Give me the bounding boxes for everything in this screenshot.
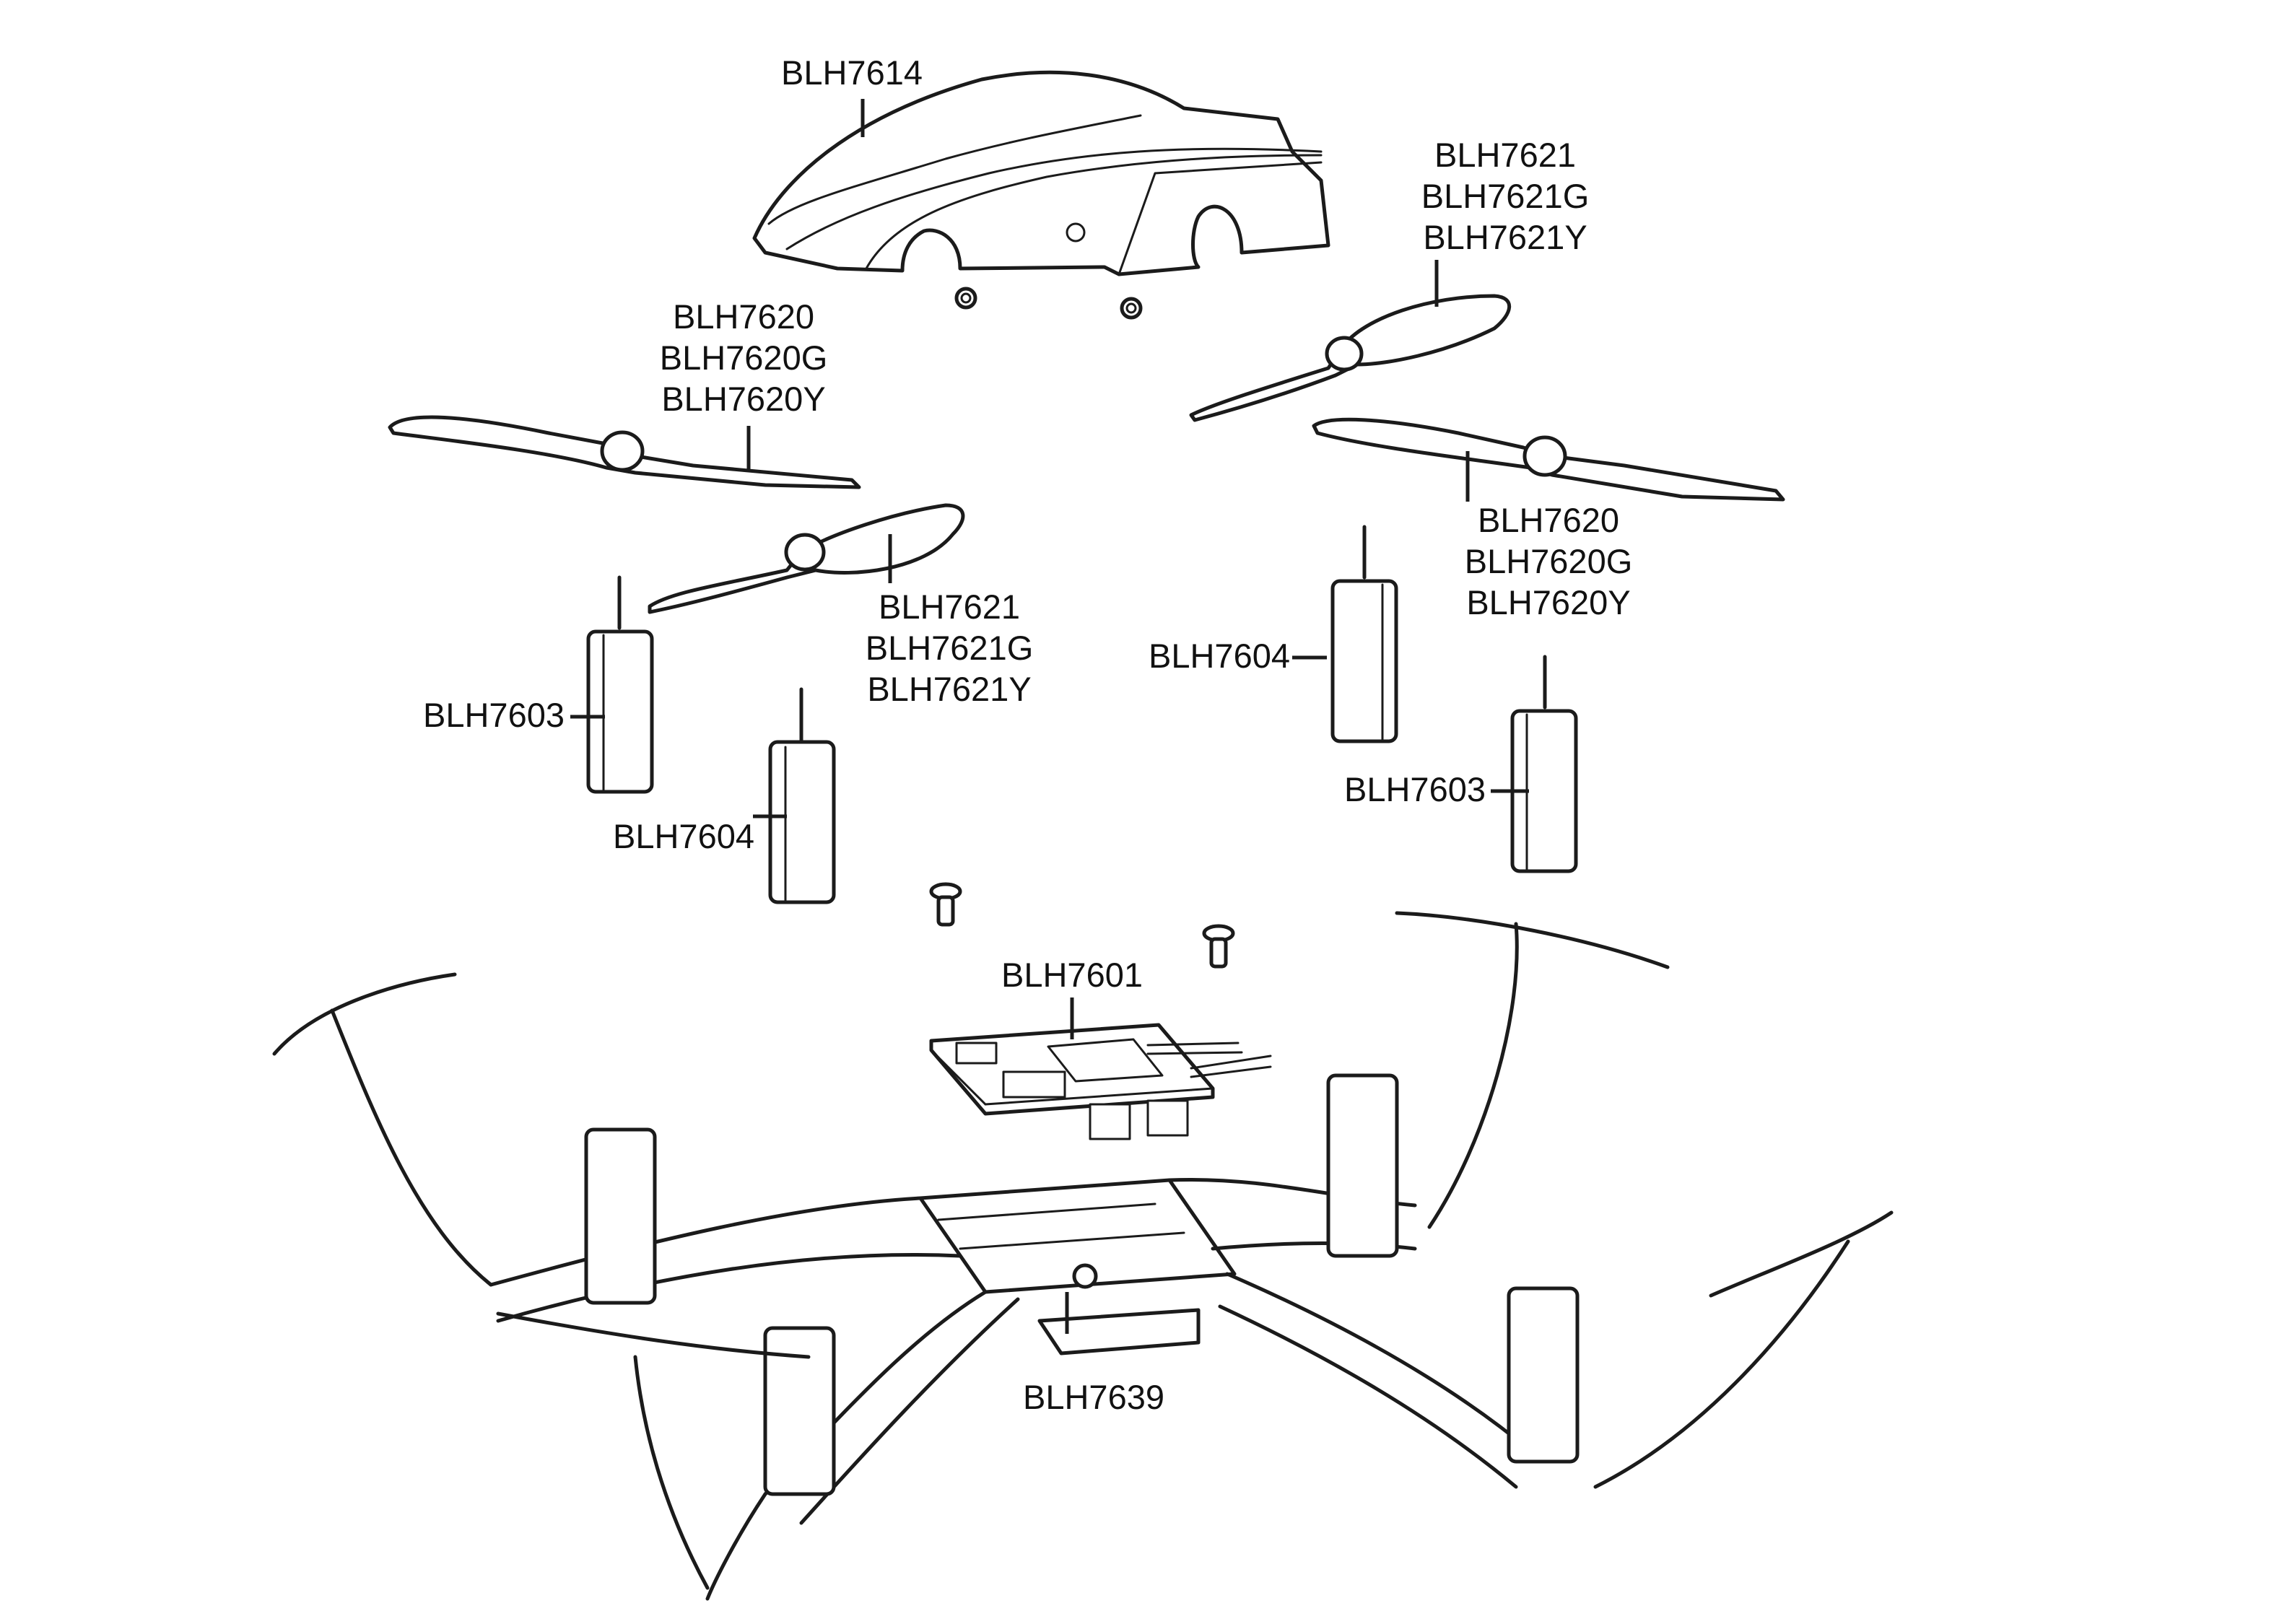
label-motor-right-b: BLH7603 xyxy=(1344,770,1486,808)
label-canopy: BLH7614 xyxy=(781,53,923,92)
propeller-left-a xyxy=(388,415,861,489)
frame-part xyxy=(272,911,1894,1601)
motor-left-a xyxy=(586,575,654,794)
label-prop-right-b: BLH7620 BLH7620G BLH7620Y xyxy=(1464,501,1633,621)
propeller-right-a xyxy=(1189,294,1512,422)
motor-left-b xyxy=(768,687,836,904)
label-board: BLH7601 xyxy=(1001,956,1143,994)
canopy-part xyxy=(752,70,1330,320)
label-prop-left-b: BLH7621 BLH7621G BLH7621Y xyxy=(865,588,1034,708)
flight-control-board xyxy=(929,1023,1272,1140)
propeller-left-b xyxy=(648,503,965,614)
label-prop-right-a: BLH7621 BLH7621G BLH7621Y xyxy=(1421,136,1590,256)
screw-icon xyxy=(1202,924,1235,969)
label-prop-left-a: BLH7620 BLH7620G BLH7620Y xyxy=(659,297,828,418)
motor-right-a xyxy=(1330,525,1398,743)
label-motor-right-a: BLH7604 xyxy=(1149,637,1290,675)
canopy-grommet-icon xyxy=(1120,297,1143,320)
label-motor-left-a: BLH7603 xyxy=(423,696,565,734)
motor-right-b xyxy=(1510,655,1578,873)
label-motor-left-b: BLH7604 xyxy=(613,817,754,855)
propeller-right-b xyxy=(1312,417,1785,502)
label-frame: BLH7639 xyxy=(1023,1378,1164,1416)
screw-icon xyxy=(929,882,962,927)
canopy-grommet-icon xyxy=(954,287,977,310)
